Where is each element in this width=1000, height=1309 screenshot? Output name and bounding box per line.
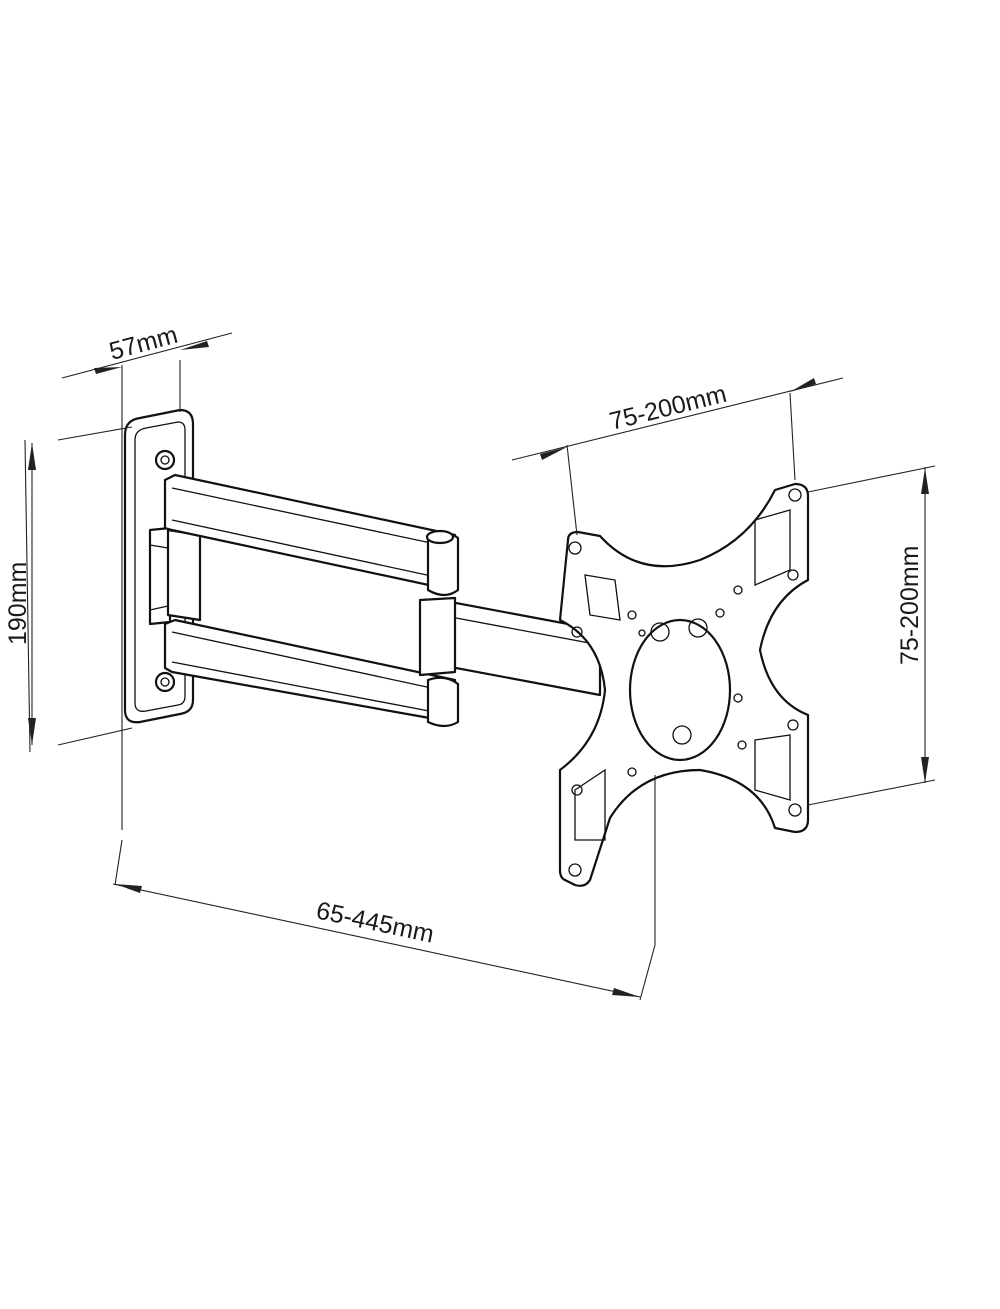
- dimension-190mm: 190mm: [4, 426, 133, 753]
- dim-label-57mm: 57mm: [106, 321, 180, 366]
- lower-arm: [163, 618, 460, 728]
- vesa-hole: [788, 803, 802, 817]
- wall-hinge: [148, 526, 202, 626]
- vesa-hole: [788, 488, 802, 502]
- vesa-hole: [568, 863, 582, 877]
- dim-label-extension: 65-445mm: [314, 896, 437, 948]
- vesa-center-ring: [628, 618, 732, 762]
- dim-label-vesa-vertical: 75-200mm: [896, 546, 924, 666]
- vesa-plate: [558, 482, 810, 887]
- vesa-hole: [568, 541, 582, 555]
- dim-label-190mm: 190mm: [4, 562, 32, 645]
- dim-label-vesa-horizontal: 75-200mm: [607, 380, 730, 436]
- upper-arm: [163, 473, 460, 597]
- wall-plate-hole-top: [154, 449, 176, 471]
- wall-plate-hole-bottom: [154, 671, 176, 693]
- front-arm: [418, 596, 602, 697]
- dimension-vesa-vertical: 75-200mm: [807, 465, 936, 806]
